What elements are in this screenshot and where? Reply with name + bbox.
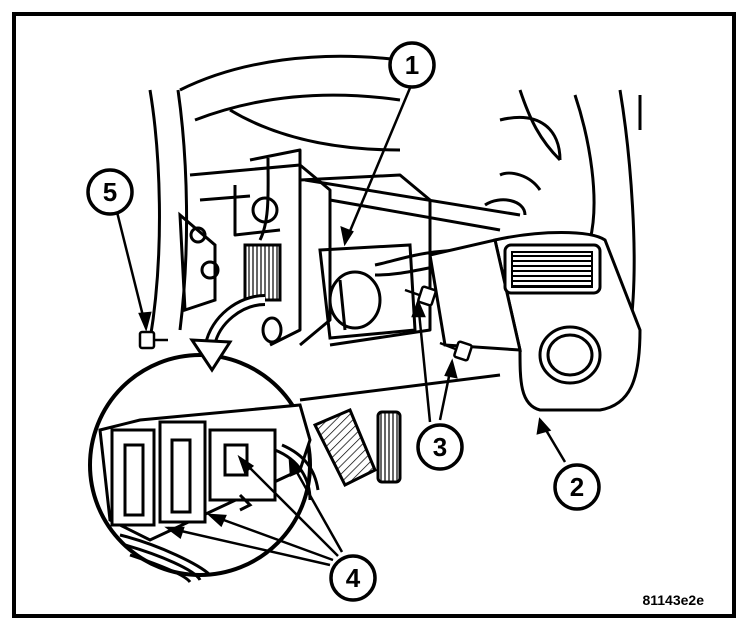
dash-structure — [148, 54, 642, 347]
leader-lines — [115, 87, 567, 567]
callout-4-label: 4 — [346, 563, 361, 593]
screw-lower — [439, 340, 473, 362]
screw-left — [138, 330, 168, 350]
detail-magnifier — [88, 353, 320, 584]
callout-1: 1 — [388, 41, 436, 89]
callout-2: 2 — [553, 463, 601, 511]
callout-5: 5 — [86, 168, 134, 216]
callout-3: 3 — [416, 423, 464, 471]
callout-3-label: 3 — [433, 432, 447, 462]
callout-2-label: 2 — [570, 472, 584, 502]
left-kick-panel — [178, 196, 283, 344]
callout-5-label: 5 — [103, 177, 117, 207]
callout-4: 4 — [329, 554, 377, 602]
detail-arrow — [189, 294, 266, 373]
pedals — [299, 373, 501, 488]
trim-bezel — [428, 231, 642, 412]
figure-id: 81143e2e — [642, 592, 704, 608]
screw-upper — [404, 285, 437, 307]
callout-1-label: 1 — [405, 50, 419, 80]
